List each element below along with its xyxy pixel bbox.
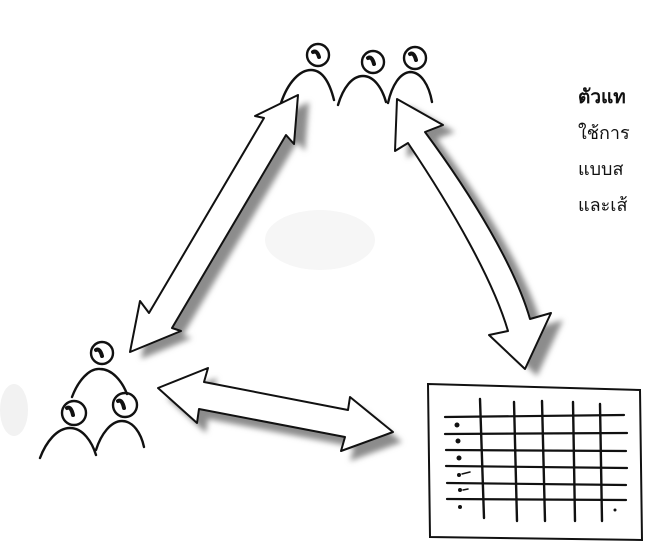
person-icon: [38, 399, 98, 460]
person-icon: [386, 45, 434, 105]
text-line: ใช้การ: [578, 123, 630, 144]
grid-columns: [478, 397, 604, 523]
grid-rows: [443, 413, 629, 502]
smudge: [265, 210, 375, 270]
people-group-left: [38, 340, 146, 460]
people-group-top: [279, 42, 434, 107]
person-icon: [279, 42, 336, 105]
grid-row-markers: [454, 422, 617, 512]
text-panel: ตัวแท ใช้การ แบบส และเส้: [578, 84, 655, 230]
smudge: [0, 384, 28, 436]
person-icon: [94, 391, 146, 452]
text-line: แบบส: [578, 159, 624, 180]
person-icon: [70, 340, 129, 399]
person-icon: [336, 49, 388, 107]
arrow-top-right: [394, 98, 563, 376]
arrow-bottom: [157, 367, 402, 461]
text-line: และเส้: [578, 195, 628, 216]
text-heading: ตัวแท: [578, 86, 626, 108]
grid-sheet: [426, 382, 644, 542]
arrow-top-left: [129, 94, 309, 359]
